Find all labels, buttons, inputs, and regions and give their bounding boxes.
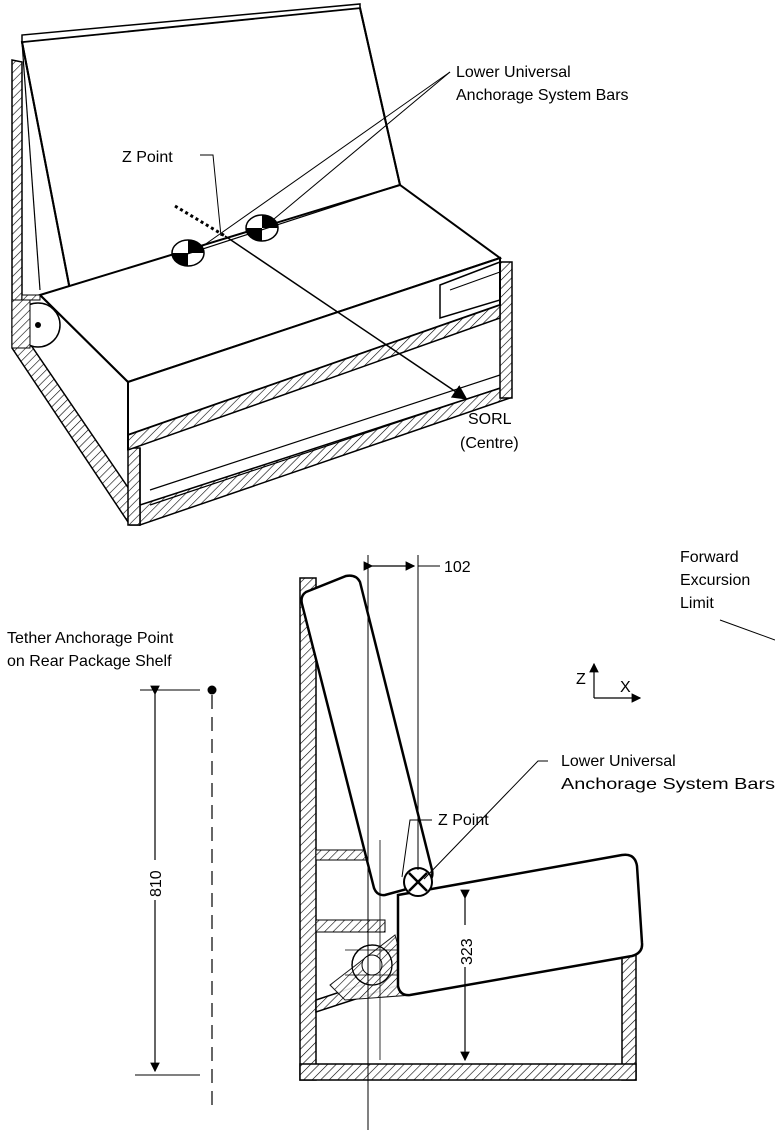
side-seat-view: 810 102 <box>7 549 775 1130</box>
z-point-marker <box>403 867 433 897</box>
forward-label-line3: Limit <box>680 595 714 612</box>
z-point-label-side: Z Point <box>438 812 489 829</box>
tether-label-line1: Tether Anchorage Point <box>7 630 174 647</box>
dim-102-text: 102 <box>444 559 471 576</box>
sorl-arrow <box>224 235 468 400</box>
sorl-label-line2: (Centre) <box>460 435 519 452</box>
right-rail <box>439 260 501 320</box>
anchorage-bar-right <box>245 214 279 242</box>
axis-x-label: X <box>620 679 631 696</box>
isometric-seat-view: Lower Universal Anchorage System Bars Z … <box>11 3 629 527</box>
anchorage-bar-left <box>171 239 205 267</box>
lua-label-top-line2: Anchorage System Bars <box>456 87 629 104</box>
side-seat-back <box>300 574 434 897</box>
side-seat-cushion <box>396 853 644 997</box>
sorl-label-line1: SORL <box>468 411 512 428</box>
front-frame-box <box>127 447 141 526</box>
rear-frame <box>11 59 23 333</box>
axis-z-label: Z <box>576 671 586 688</box>
sub-frame <box>21 294 41 301</box>
right-frame-box <box>499 261 513 399</box>
tether-label-line2: on Rear Package Shelf <box>7 653 172 670</box>
z-point-dotted-line <box>174 204 226 238</box>
dim-810-text: 810 <box>148 870 165 897</box>
lua-label-top-line1: Lower Universal <box>456 64 571 81</box>
lua-label-side-line1: Lower Universal <box>561 753 676 770</box>
lua-label-side-line2: Anchorage System Bars <box>561 776 775 793</box>
side-base-frame <box>299 1063 637 1081</box>
side-shelf-bracket-lower <box>315 919 386 933</box>
forward-label-line1: Forward <box>680 549 739 566</box>
seat-back-top <box>21 3 361 43</box>
xz-axes: Z X <box>576 662 642 703</box>
z-point-label-top: Z Point <box>122 149 173 166</box>
dim-323-text: 323 <box>459 938 476 965</box>
forward-label-line2: Excursion <box>680 572 750 589</box>
tether-anchorage-point <box>207 685 217 695</box>
